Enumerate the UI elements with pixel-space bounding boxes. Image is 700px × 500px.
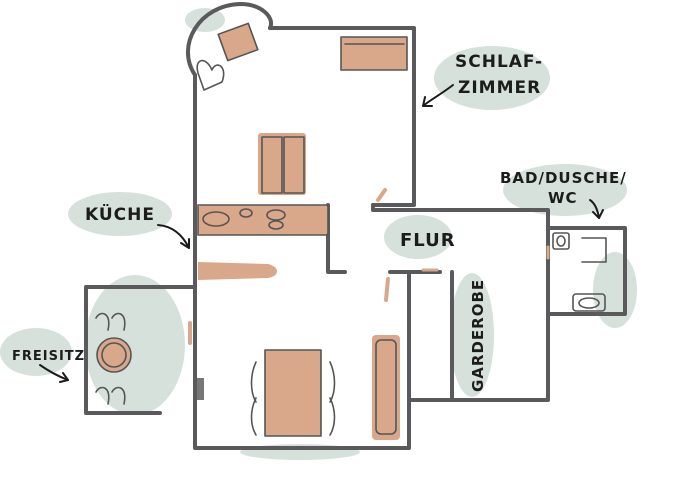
stove xyxy=(197,378,204,400)
label-bad-line2: WC xyxy=(548,189,578,207)
walls xyxy=(84,2,627,450)
kitchen-counter xyxy=(198,205,328,235)
kitchen-island xyxy=(198,262,277,280)
furniture xyxy=(95,22,607,440)
label-kueche: KÜCHE xyxy=(85,203,155,225)
label-schlafzimmer-line2: ZIMMER xyxy=(458,78,541,98)
armchair xyxy=(196,59,225,91)
bed xyxy=(341,37,407,70)
label-schlafzimmer-line1: SCHLAF- xyxy=(455,52,543,72)
label-freisitz: FREISITZ xyxy=(12,349,85,364)
label-arrows xyxy=(39,84,604,383)
desk xyxy=(218,23,258,61)
dining-table xyxy=(265,350,321,436)
sink xyxy=(572,293,606,312)
label-garderobe: GARDEROBE xyxy=(469,279,487,392)
label-flur: FLUR xyxy=(400,230,456,251)
label-bad-line1: BAD/DUSCHE/ xyxy=(500,169,627,187)
toilet xyxy=(552,232,570,250)
sideboard xyxy=(372,335,400,440)
